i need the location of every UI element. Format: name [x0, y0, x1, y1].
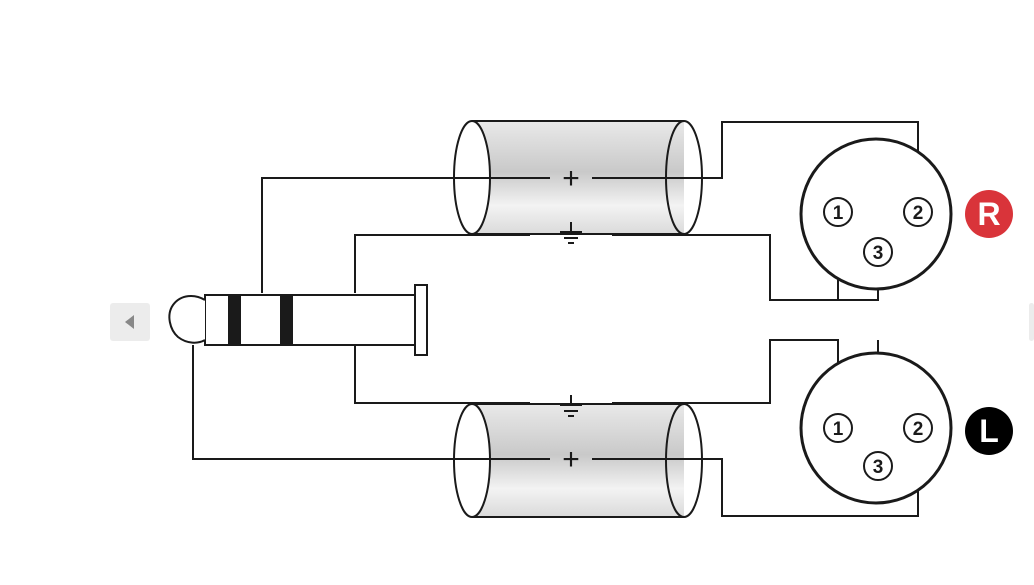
plus-symbol-top: + — [562, 162, 580, 195]
svg-text:1: 1 — [833, 419, 844, 440]
svg-text:R: R — [977, 196, 1000, 232]
plus-symbol-bottom: + — [562, 443, 580, 476]
trs-jack-plug — [168, 284, 428, 356]
xlr-right-pin-3: 3 — [863, 237, 893, 267]
svg-text:2: 2 — [913, 203, 924, 224]
svg-text:1: 1 — [833, 203, 844, 224]
xlr-connector-right: 1 2 3 — [799, 137, 953, 291]
svg-text:3: 3 — [873, 457, 884, 478]
xlr-right-pin-2: 2 — [903, 197, 933, 227]
xlr-connector-left: 1 2 3 — [799, 351, 953, 505]
ground-symbol-bottom — [560, 395, 582, 417]
ground-symbol-top — [560, 222, 582, 244]
svg-text:L: L — [979, 413, 999, 449]
wire-top-hot — [261, 177, 550, 293]
wire-bottom-hot — [192, 345, 550, 460]
xlr-left-pin-3: 3 — [863, 451, 893, 481]
wire-bottom-ground — [354, 345, 530, 404]
wire-top-ground — [354, 234, 530, 293]
channel-badge-right: R — [965, 190, 1013, 238]
prev-image-button[interactable] — [110, 303, 150, 341]
svg-text:3: 3 — [873, 243, 884, 264]
svg-text:2: 2 — [913, 419, 924, 440]
xlr-right-pin-1: 1 — [823, 197, 853, 227]
xlr-left-pin-2: 2 — [903, 413, 933, 443]
xlr-left-pin-1: 1 — [823, 413, 853, 443]
next-image-button[interactable] — [1029, 303, 1034, 341]
chevron-left-icon — [125, 315, 134, 329]
channel-badge-left: L — [965, 407, 1013, 455]
